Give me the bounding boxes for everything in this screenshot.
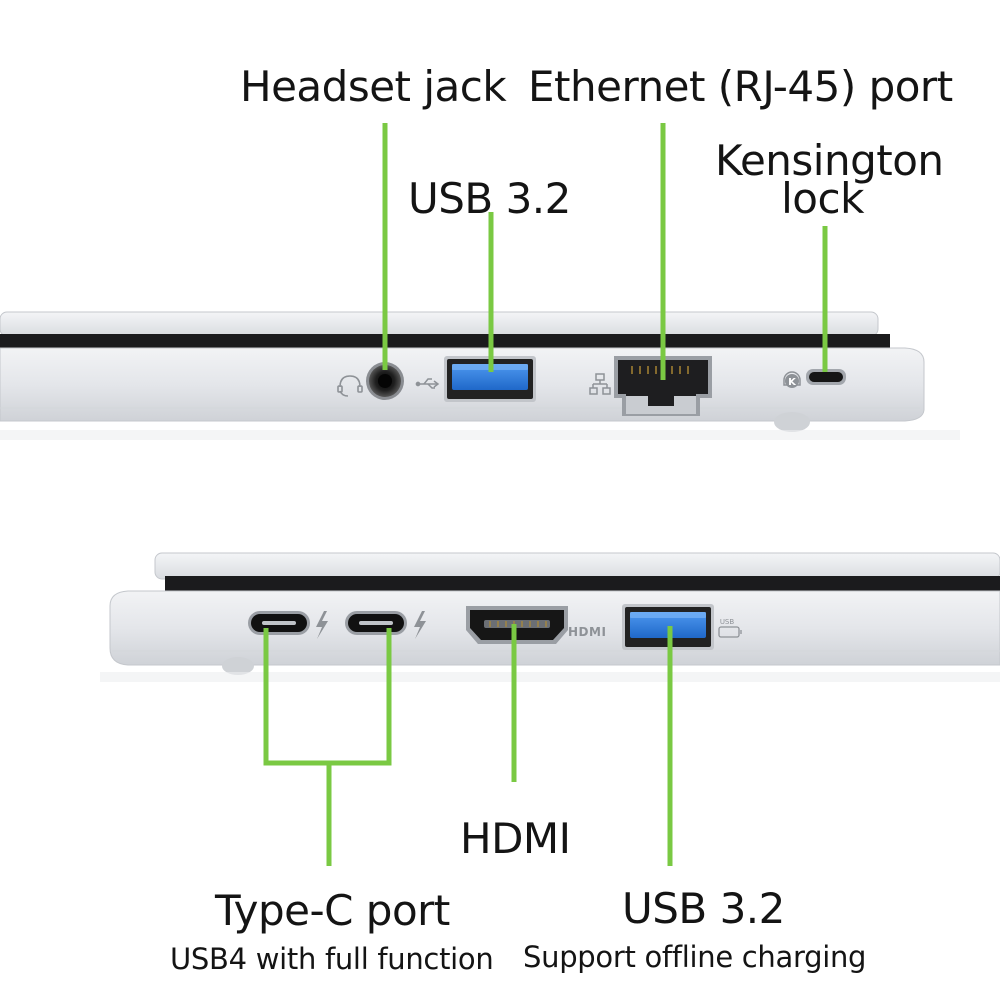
laptop-left-side <box>100 552 1000 682</box>
hdmi-logo: HDMI <box>568 625 606 639</box>
usb-a-port-top[interactable] <box>444 356 536 402</box>
label-usb-3-2-top: USB 3.2 <box>408 174 571 223</box>
leader-lines <box>263 123 828 866</box>
label-usb-3-2-bottom: USB 3.2 <box>622 884 785 933</box>
rubber-foot-bottom <box>222 657 254 675</box>
lid-bottom <box>154 552 1000 580</box>
label-type-c-subtitle: USB4 with full function <box>170 942 494 976</box>
label-kensington-lock: Kensington lock <box>715 136 944 223</box>
rubber-foot <box>774 412 810 432</box>
svg-text:K: K <box>788 377 797 388</box>
label-ethernet-port: Ethernet (RJ-45) port <box>528 62 953 111</box>
usb-trident-icon <box>415 378 440 389</box>
usb-power-icon: USB <box>718 618 742 638</box>
usb-c-port-2[interactable] <box>345 611 407 635</box>
network-icon <box>589 373 611 395</box>
usb-c-port-1[interactable] <box>248 611 310 635</box>
label-headset-jack: Headset jack <box>240 62 507 111</box>
headset-jack[interactable] <box>366 362 404 400</box>
label-hdmi: HDMI <box>460 814 571 863</box>
lid-top <box>0 311 879 337</box>
label-usb-3-2-subtitle: Support offline charging <box>523 940 867 974</box>
label-type-c-port: Type-C port <box>215 886 450 935</box>
lightning-bolt-icon <box>414 611 426 639</box>
kensington-lock-icon: K <box>783 371 801 388</box>
ethernet-port[interactable] <box>614 356 712 416</box>
lightning-bolt-icon <box>316 611 328 639</box>
headset-icon <box>337 375 363 397</box>
svg-text:USB: USB <box>720 618 735 626</box>
kensington-slot[interactable] <box>806 369 846 385</box>
hdmi-port[interactable] <box>466 606 568 644</box>
